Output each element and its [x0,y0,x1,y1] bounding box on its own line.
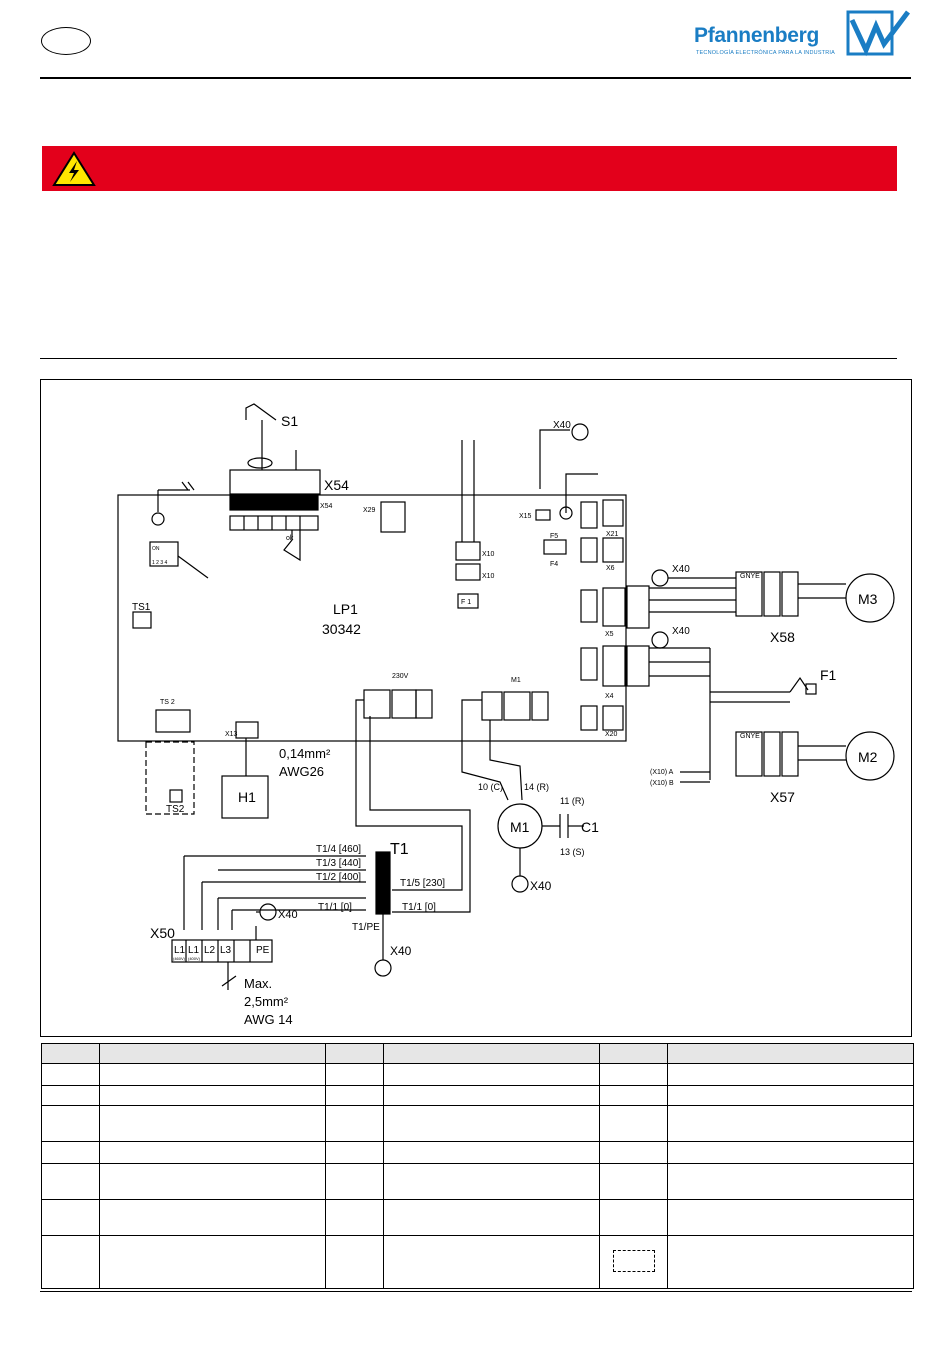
label-f1-box: F 1 [461,599,471,606]
label-t1-1: T1/1 [0] [318,902,352,913]
label-v400: (400V) [188,956,201,961]
wiring-diagram-frame [40,379,912,1037]
brand-logo-text: Pfannenberg [694,24,820,47]
label-m3: M3 [858,591,878,607]
table-row [41,1199,914,1236]
label-x10a: X10 [482,551,495,558]
label-x15: X15 [519,513,532,520]
label-r-14: 14 (R) [524,782,549,792]
label-area: 2,5mm² [244,994,289,1009]
label-t1-3: T1/3 [440] [316,858,361,869]
label-dip-on: ON [152,546,160,552]
label-x10a-ref: (X10) A [650,769,674,776]
label-x29: X29 [363,507,376,514]
label-dip-numbers: 1 2 3 4 [152,560,168,566]
header-divider [40,77,911,79]
label-r-11: 11 (R) [560,796,584,806]
label-x10b-ref: (X10) B [650,780,674,787]
label-t1-pe: T1/PE [352,922,380,933]
label-230v: 230V [392,673,409,680]
label-pe: PE [256,945,270,956]
label-x40-m1: X40 [530,879,552,893]
label-gnye-x58: GNYE [740,573,760,580]
label-x40-m2: X40 [672,626,690,637]
label-v460: (460V) [173,956,186,961]
pcb-lp1 [117,494,627,742]
label-x5: X5 [605,631,614,638]
label-ts2-box: TS 2 [160,699,175,706]
label-x54: X54 [324,477,349,493]
label-ts2: TS2 [166,804,185,815]
section-divider [40,358,897,359]
label-gnye-x57: GNYE [740,733,760,740]
table-row [41,1085,914,1106]
label-l3: L3 [220,945,232,956]
table-row [41,1163,914,1200]
label-m1-box: M1 [511,677,521,684]
label-lp1: LP1 [333,601,358,617]
label-f5: F5 [550,533,558,540]
label-x40-m3: X40 [672,564,690,575]
label-x58: X58 [770,629,795,645]
label-c1: C1 [581,819,599,835]
language-badge [41,27,91,55]
label-s-13: 13 (S) [560,847,585,857]
label-s1: S1 [281,413,298,429]
dashed-box-symbol-icon [612,1249,655,1272]
label-t1-1b: T1/1 [0] [402,902,436,913]
label-wire-size: 0,14mm² [279,746,331,761]
pfannenberg-logo-icon [846,10,910,57]
label-x40-top: X40 [553,420,571,431]
table-row [41,1105,914,1142]
label-x54-small: X54 [320,503,333,510]
label-t1-2: T1/2 [400] [316,872,361,883]
label-x40-x50: X40 [278,909,298,921]
table-row [41,1141,914,1164]
label-f1: F1 [820,667,837,683]
label-x13: X13 [225,731,238,738]
component-legend-table [41,1043,914,1289]
label-t1-4: T1/4 [460] [316,844,361,855]
label-h1: H1 [238,789,256,805]
footer-divider [40,1291,912,1292]
label-awg14: AWG 14 [244,1012,293,1027]
label-x21: X21 [606,531,619,538]
danger-warning-bar [42,146,897,191]
label-c-10: 10 (C) [478,782,503,792]
label-l1b: L1 [188,945,200,956]
label-l1a: L1 [174,945,186,956]
label-t1-5: T1/5 [230] [400,878,445,889]
label-f4: F4 [550,561,558,568]
label-x4: X4 [605,693,614,700]
label-x10b: X10 [482,573,495,580]
table-header-row [41,1043,914,1064]
label-l2: L2 [204,945,216,956]
label-x6: X6 [606,565,615,572]
label-x20: X20 [605,731,618,738]
brand-tagline: TECNOLOGÍA ELECTRÓNICA PARA LA INDUSTRIA [696,50,836,56]
high-voltage-warning-icon [52,151,96,186]
label-max: Max. [244,976,272,991]
wiring-diagram: S1 X54 X54 X29 X40 X15 X21 F5 F4 X6 X10 … [117,403,895,1027]
label-awg26: AWG26 [279,764,324,779]
label-ok: ok [286,535,294,542]
table-row [41,1235,914,1289]
label-x40-t1: X40 [390,944,412,958]
label-t1: T1 [390,841,409,858]
table-row [41,1063,914,1086]
label-x57: X57 [770,789,795,805]
label-ts1: TS1 [132,602,151,613]
label-x50: X50 [150,925,175,941]
label-lp1-number: 30342 [322,621,361,637]
label-m1: M1 [510,819,530,835]
label-m2: M2 [858,749,878,765]
